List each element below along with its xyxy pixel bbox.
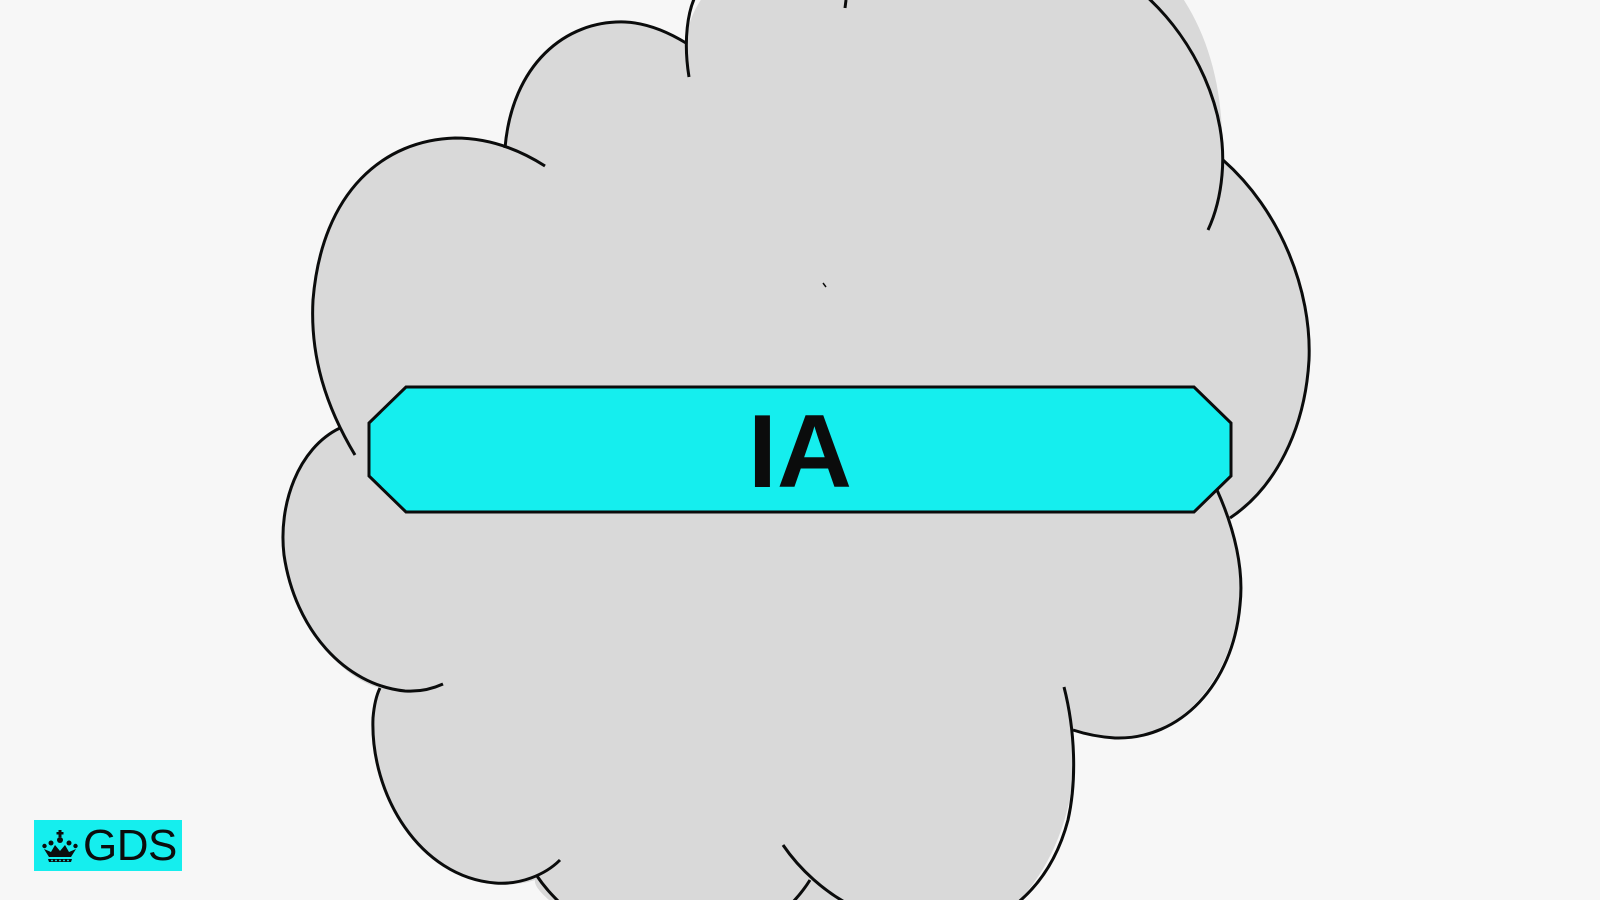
cloud-lobe-left-lower bbox=[281, 426, 444, 693]
cloud-tick-center bbox=[822, 282, 827, 288]
cloud-lobe-left-upper bbox=[311, 136, 546, 456]
cloud-outline bbox=[281, 0, 1311, 900]
cloud-lobe-top-right bbox=[1148, 0, 1225, 231]
cloud-lobe-bottom-right bbox=[1018, 686, 1076, 900]
cloud-tick-top bbox=[843, 0, 848, 9]
cloud-lobe-top-left bbox=[503, 20, 687, 149]
cloud-lobe-lower-right bbox=[1072, 489, 1243, 740]
cloud-lobe-top-middle bbox=[684, 0, 696, 78]
gds-logo: GDS bbox=[34, 820, 182, 871]
cloud-lobe-bottom-left-tail bbox=[535, 875, 560, 900]
ia-banner: IA bbox=[367, 385, 1233, 514]
cloud-lobe-bottom-middle-left bbox=[792, 879, 812, 900]
crown-icon bbox=[42, 829, 78, 862]
logo-text: GDS bbox=[83, 820, 177, 870]
cloud-lobe-right bbox=[1222, 158, 1311, 520]
cloud-lobe-bottom-left bbox=[371, 687, 562, 885]
banner-label: IA bbox=[748, 394, 852, 510]
banner-shape bbox=[367, 385, 1233, 514]
cloud-lobe-bottom-middle bbox=[781, 844, 845, 900]
